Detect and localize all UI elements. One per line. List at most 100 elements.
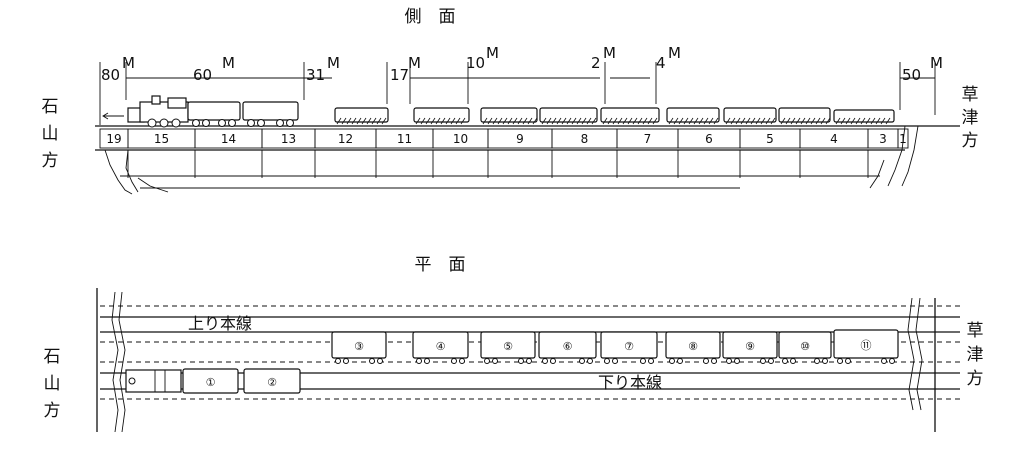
unit-m: M bbox=[222, 54, 235, 72]
side-car bbox=[600, 107, 660, 125]
unit-m: M bbox=[327, 54, 340, 72]
direction-char: 方 bbox=[44, 401, 61, 421]
direction-char: 草 bbox=[967, 321, 984, 341]
dim-10: 10 bbox=[466, 54, 485, 72]
car-number: ① bbox=[206, 376, 216, 389]
dim-4: 4 bbox=[656, 54, 666, 72]
side-car bbox=[187, 101, 241, 127]
side-car bbox=[778, 107, 831, 125]
track-down-label: 下り本線 bbox=[598, 373, 662, 392]
plan-car: ③ bbox=[331, 331, 387, 364]
pier-number: 11 bbox=[397, 132, 412, 146]
direction-char: 石 bbox=[42, 97, 59, 117]
dim-80: 80 bbox=[101, 66, 120, 84]
unit-m: M bbox=[486, 44, 499, 62]
bridge-deck bbox=[95, 125, 960, 189]
plan-cars: ① ② ③ ④ ⑤ ⑥ ⑦ ⑧ ⑨ ⑩ ⑪ bbox=[182, 329, 899, 394]
plan-view-title: 平 面 bbox=[415, 255, 466, 275]
plan-left-label: 石山方 bbox=[44, 347, 61, 421]
side-car bbox=[480, 107, 538, 125]
side-cars bbox=[147, 101, 895, 128]
dim-50: 50 bbox=[902, 66, 921, 84]
direction-char: 山 bbox=[42, 124, 59, 144]
car-number: ⑦ bbox=[624, 340, 634, 353]
locomotive bbox=[127, 95, 189, 123]
pier-box bbox=[897, 128, 909, 149]
wheel-icon bbox=[159, 118, 169, 128]
side-right-label: 草津方 bbox=[962, 85, 979, 151]
plan-car: ⑦ bbox=[600, 331, 658, 364]
pier-number: 15 bbox=[154, 132, 169, 146]
unit-m: M bbox=[930, 54, 943, 72]
plan-car: ⑩ bbox=[778, 331, 832, 364]
direction-char: 山 bbox=[44, 374, 61, 394]
car-number: ⑪ bbox=[861, 339, 872, 352]
unit-m: M bbox=[603, 44, 616, 62]
pier-number: 14 bbox=[221, 132, 236, 146]
dimension-labels: 80 60 31 17 10 2 4 50 bbox=[101, 54, 921, 84]
wheel-icon bbox=[171, 118, 181, 128]
side-car bbox=[539, 107, 598, 125]
direction-char: 方 bbox=[962, 131, 979, 151]
dimension-line bbox=[99, 62, 936, 125]
dim-17: 17 bbox=[390, 66, 409, 84]
direction-char: 石 bbox=[44, 347, 61, 367]
wheel-icon bbox=[147, 118, 157, 128]
side-view-title: 側 面 bbox=[405, 7, 456, 27]
plan-car: ⑥ bbox=[538, 331, 597, 364]
car-number: ⑩ bbox=[800, 340, 810, 353]
pier-number: 8 bbox=[581, 132, 589, 146]
direction-arrow-icon bbox=[102, 112, 124, 120]
direction-char: 津 bbox=[967, 345, 984, 365]
car-number: ④ bbox=[436, 340, 446, 353]
pier-number: 4 bbox=[830, 132, 838, 146]
direction-char: 津 bbox=[962, 108, 979, 128]
plan-right-label: 草津方 bbox=[967, 321, 984, 389]
side-left-label: 石山方 bbox=[42, 97, 59, 171]
pier-number: 6 bbox=[705, 132, 713, 146]
plan-car: ① bbox=[182, 368, 239, 394]
unit-m: M bbox=[668, 44, 681, 62]
dim-2: 2 bbox=[591, 54, 601, 72]
right-abutment bbox=[869, 125, 919, 189]
pier-number: 3 bbox=[879, 132, 887, 146]
pier-number: 13 bbox=[281, 132, 296, 146]
plan-car: ⑤ bbox=[480, 331, 536, 364]
direction-char: 方 bbox=[42, 151, 59, 171]
plan-car: ⑪ bbox=[833, 329, 899, 364]
plan-car: ② bbox=[243, 368, 301, 394]
side-car bbox=[666, 107, 720, 125]
side-car bbox=[242, 101, 299, 127]
pier-number: 9 bbox=[516, 132, 524, 146]
car-number: ⑥ bbox=[563, 340, 573, 353]
car-number: ③ bbox=[354, 340, 364, 353]
pier-number: 7 bbox=[644, 132, 652, 146]
plan-car: ④ bbox=[412, 331, 469, 364]
side-car bbox=[833, 109, 895, 125]
plan-car: ⑨ bbox=[722, 331, 778, 364]
plan-locomotive bbox=[125, 369, 182, 393]
pier-number: 12 bbox=[338, 132, 353, 146]
direction-char: 草 bbox=[962, 85, 979, 105]
direction-char: 方 bbox=[967, 369, 984, 389]
left-abutment bbox=[104, 149, 169, 195]
car-number: ② bbox=[267, 376, 277, 389]
unit-m: M bbox=[408, 54, 421, 72]
track-up-label: 上り本線 bbox=[188, 314, 252, 333]
side-car bbox=[723, 107, 777, 125]
pier-number: 10 bbox=[453, 132, 468, 146]
plan-bridge-ends bbox=[96, 288, 936, 433]
side-car bbox=[334, 107, 389, 125]
dimension-units: M M M M M M M M bbox=[122, 44, 943, 72]
pier-number: 19 bbox=[106, 132, 121, 146]
unit-m: M bbox=[122, 54, 135, 72]
side-car bbox=[413, 107, 470, 125]
car-number: ⑨ bbox=[745, 340, 755, 353]
dim-31: 31 bbox=[306, 66, 325, 84]
pier-number: 5 bbox=[766, 132, 774, 146]
dim-60: 60 bbox=[193, 66, 212, 84]
plan-car: ⑧ bbox=[665, 331, 721, 364]
car-number: ⑤ bbox=[503, 340, 513, 353]
